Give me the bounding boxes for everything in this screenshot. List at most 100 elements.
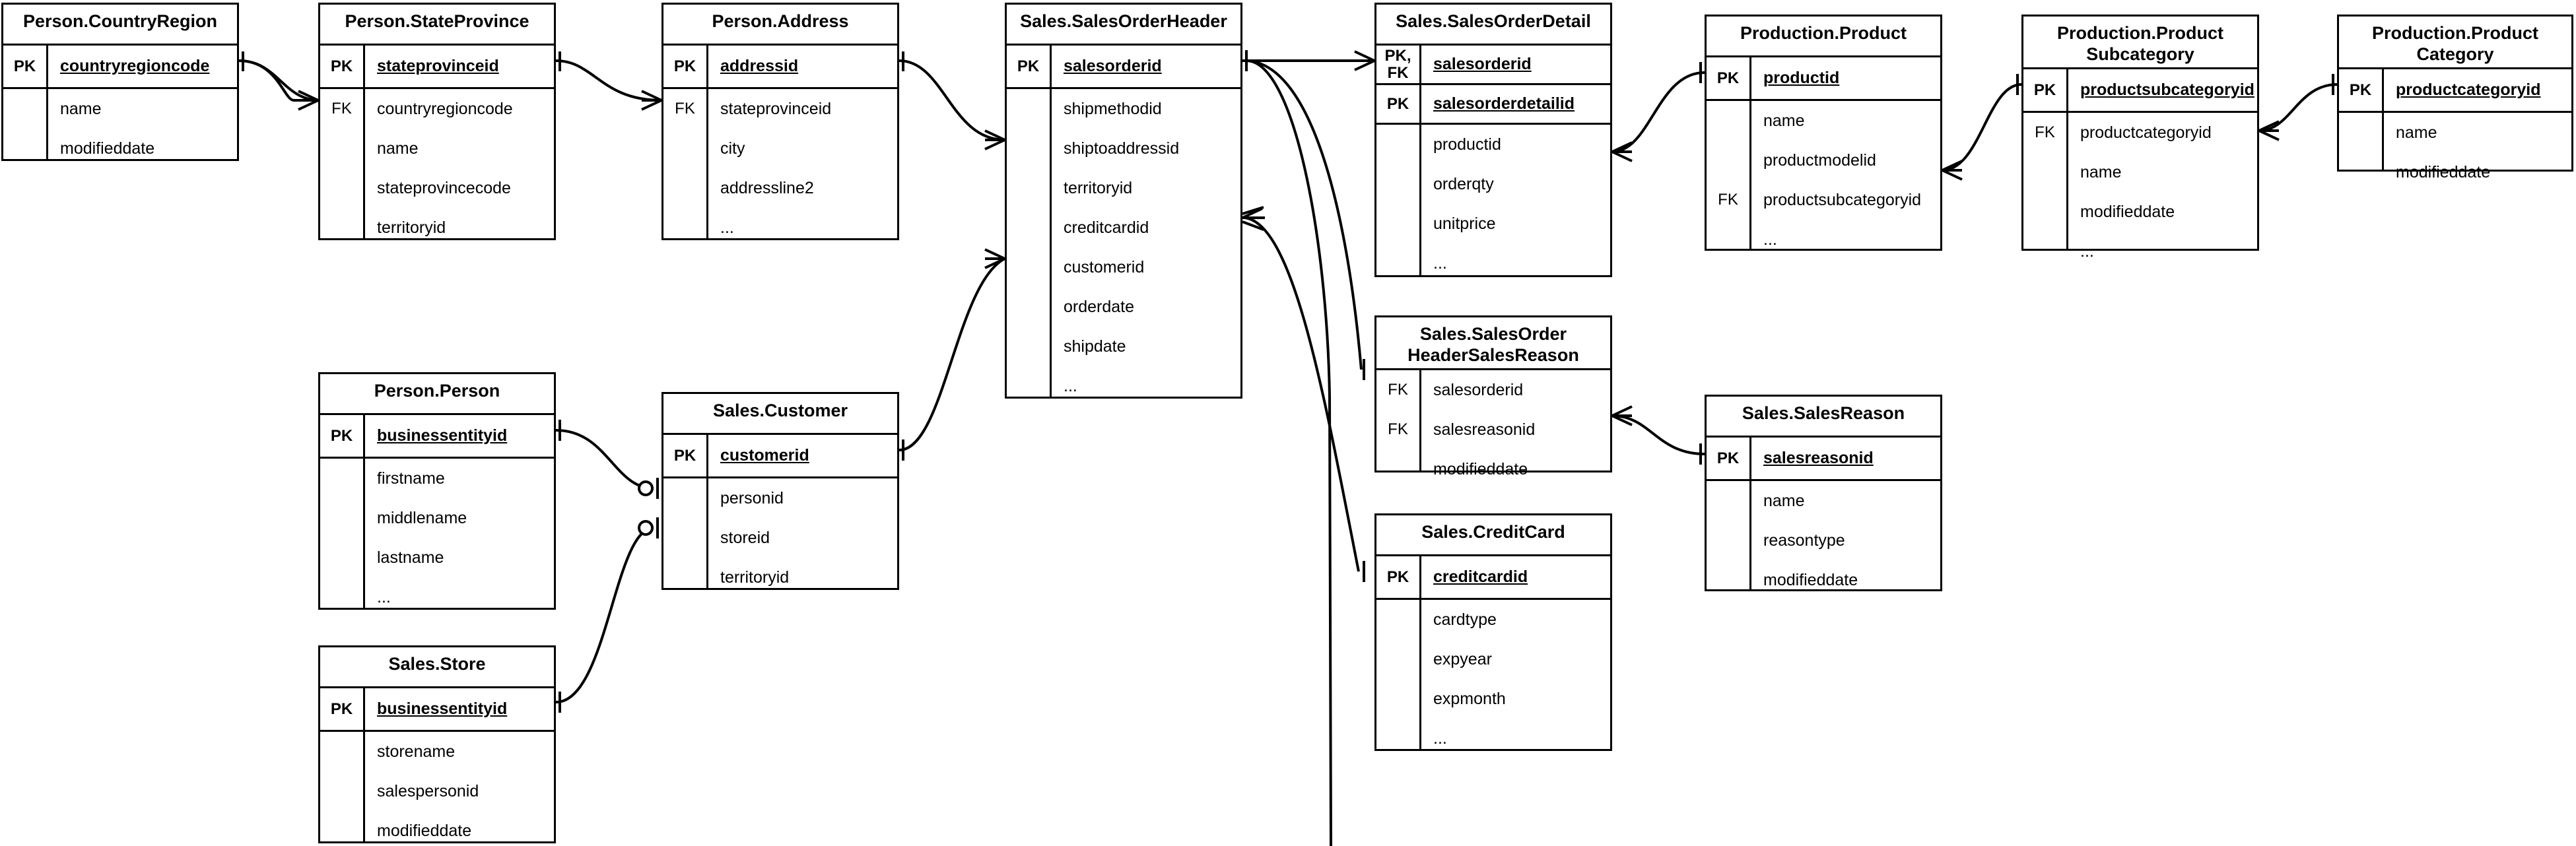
attribute-name: modifieddate bbox=[2080, 202, 2175, 221]
attribute-key-badge bbox=[663, 129, 706, 168]
attribute-key-badge bbox=[663, 478, 706, 518]
key-badge: PK bbox=[2023, 69, 2068, 111]
attribute-name: salespersonid bbox=[377, 781, 479, 800]
attribute-name: businessentityid bbox=[377, 699, 508, 718]
entity-title: Production.Product Category bbox=[2339, 16, 2571, 69]
attribute-name: ... bbox=[1064, 376, 1077, 395]
attribute-key-badge bbox=[320, 577, 363, 617]
attribute-name: salesorderid bbox=[1064, 56, 1162, 75]
attribute-key-column: FK bbox=[663, 89, 708, 238]
attribute-name: middlename bbox=[377, 508, 467, 527]
key-badge: PK bbox=[320, 46, 365, 87]
link-person-customer bbox=[555, 429, 654, 490]
attribute-key-column: FK FK bbox=[1376, 370, 1421, 471]
attribute-name: productmodelid bbox=[1763, 150, 1876, 170]
entity-title: Sales.SalesReason bbox=[1707, 397, 1940, 438]
attribute-name: stateprovincecode bbox=[377, 178, 511, 197]
attribute-key-badge: FK bbox=[1388, 381, 1408, 399]
attribute-name: orderdate bbox=[1064, 297, 1135, 316]
attribute-key-badge bbox=[663, 558, 706, 597]
link-stateprovince-address bbox=[555, 59, 662, 102]
attribute-key-badge bbox=[320, 129, 363, 168]
attribute-name: countryregioncode bbox=[377, 99, 513, 118]
attribute-name: name bbox=[2396, 123, 2437, 142]
attribute-name: name bbox=[60, 99, 102, 118]
entity-title: Sales.CreditCard bbox=[1376, 515, 1610, 556]
attribute-key-badge: FK bbox=[1388, 420, 1408, 438]
link-salesorderheader-sohsalesreason bbox=[1246, 59, 1332, 846]
attribute-key-badge bbox=[320, 538, 363, 577]
attribute-key-badge bbox=[1707, 560, 1749, 600]
key-badge: PK bbox=[320, 415, 365, 457]
attribute-name: shipdate bbox=[1064, 337, 1126, 356]
attribute-key-badge bbox=[320, 208, 363, 247]
attribute-name: territoryid bbox=[1064, 178, 1133, 197]
attribute-name: storeid bbox=[720, 528, 770, 547]
attribute-key-badge bbox=[1376, 125, 1419, 164]
attribute-key-column bbox=[1707, 481, 1751, 589]
attribute-key-badge bbox=[3, 129, 46, 168]
key-badge: PK bbox=[3, 46, 48, 87]
key-badge: PK bbox=[1707, 57, 1751, 99]
attribute-key-column bbox=[3, 89, 48, 159]
entity-title: Person.CountryRegion bbox=[3, 5, 237, 46]
key-badge: PK bbox=[1376, 85, 1421, 123]
entity-title: Sales.SalesOrderHeader bbox=[1007, 5, 1240, 46]
attribute-name: shipmethodid bbox=[1064, 99, 1162, 118]
attribute-name: cardtype bbox=[1433, 610, 1497, 629]
attribute-key-badge bbox=[1707, 481, 1749, 521]
attribute-key-badge bbox=[663, 208, 706, 247]
entity-title: Sales.SalesOrder HeaderSalesReason bbox=[1376, 317, 1610, 370]
attribute-key-badge bbox=[320, 498, 363, 538]
attribute-name: productsubcategoryid bbox=[1763, 190, 1922, 209]
attribute-key-column bbox=[320, 459, 365, 608]
attribute-key-badge bbox=[663, 518, 706, 558]
attribute-key-badge bbox=[320, 811, 363, 846]
attribute-name: creditcardid bbox=[1064, 218, 1149, 237]
attribute-key-badge: FK bbox=[2035, 123, 2055, 141]
attribute-key-badge bbox=[1376, 600, 1419, 639]
attribute-name: salesreasonid bbox=[1763, 448, 1874, 467]
entity-title: Person.StateProvince bbox=[320, 5, 554, 46]
